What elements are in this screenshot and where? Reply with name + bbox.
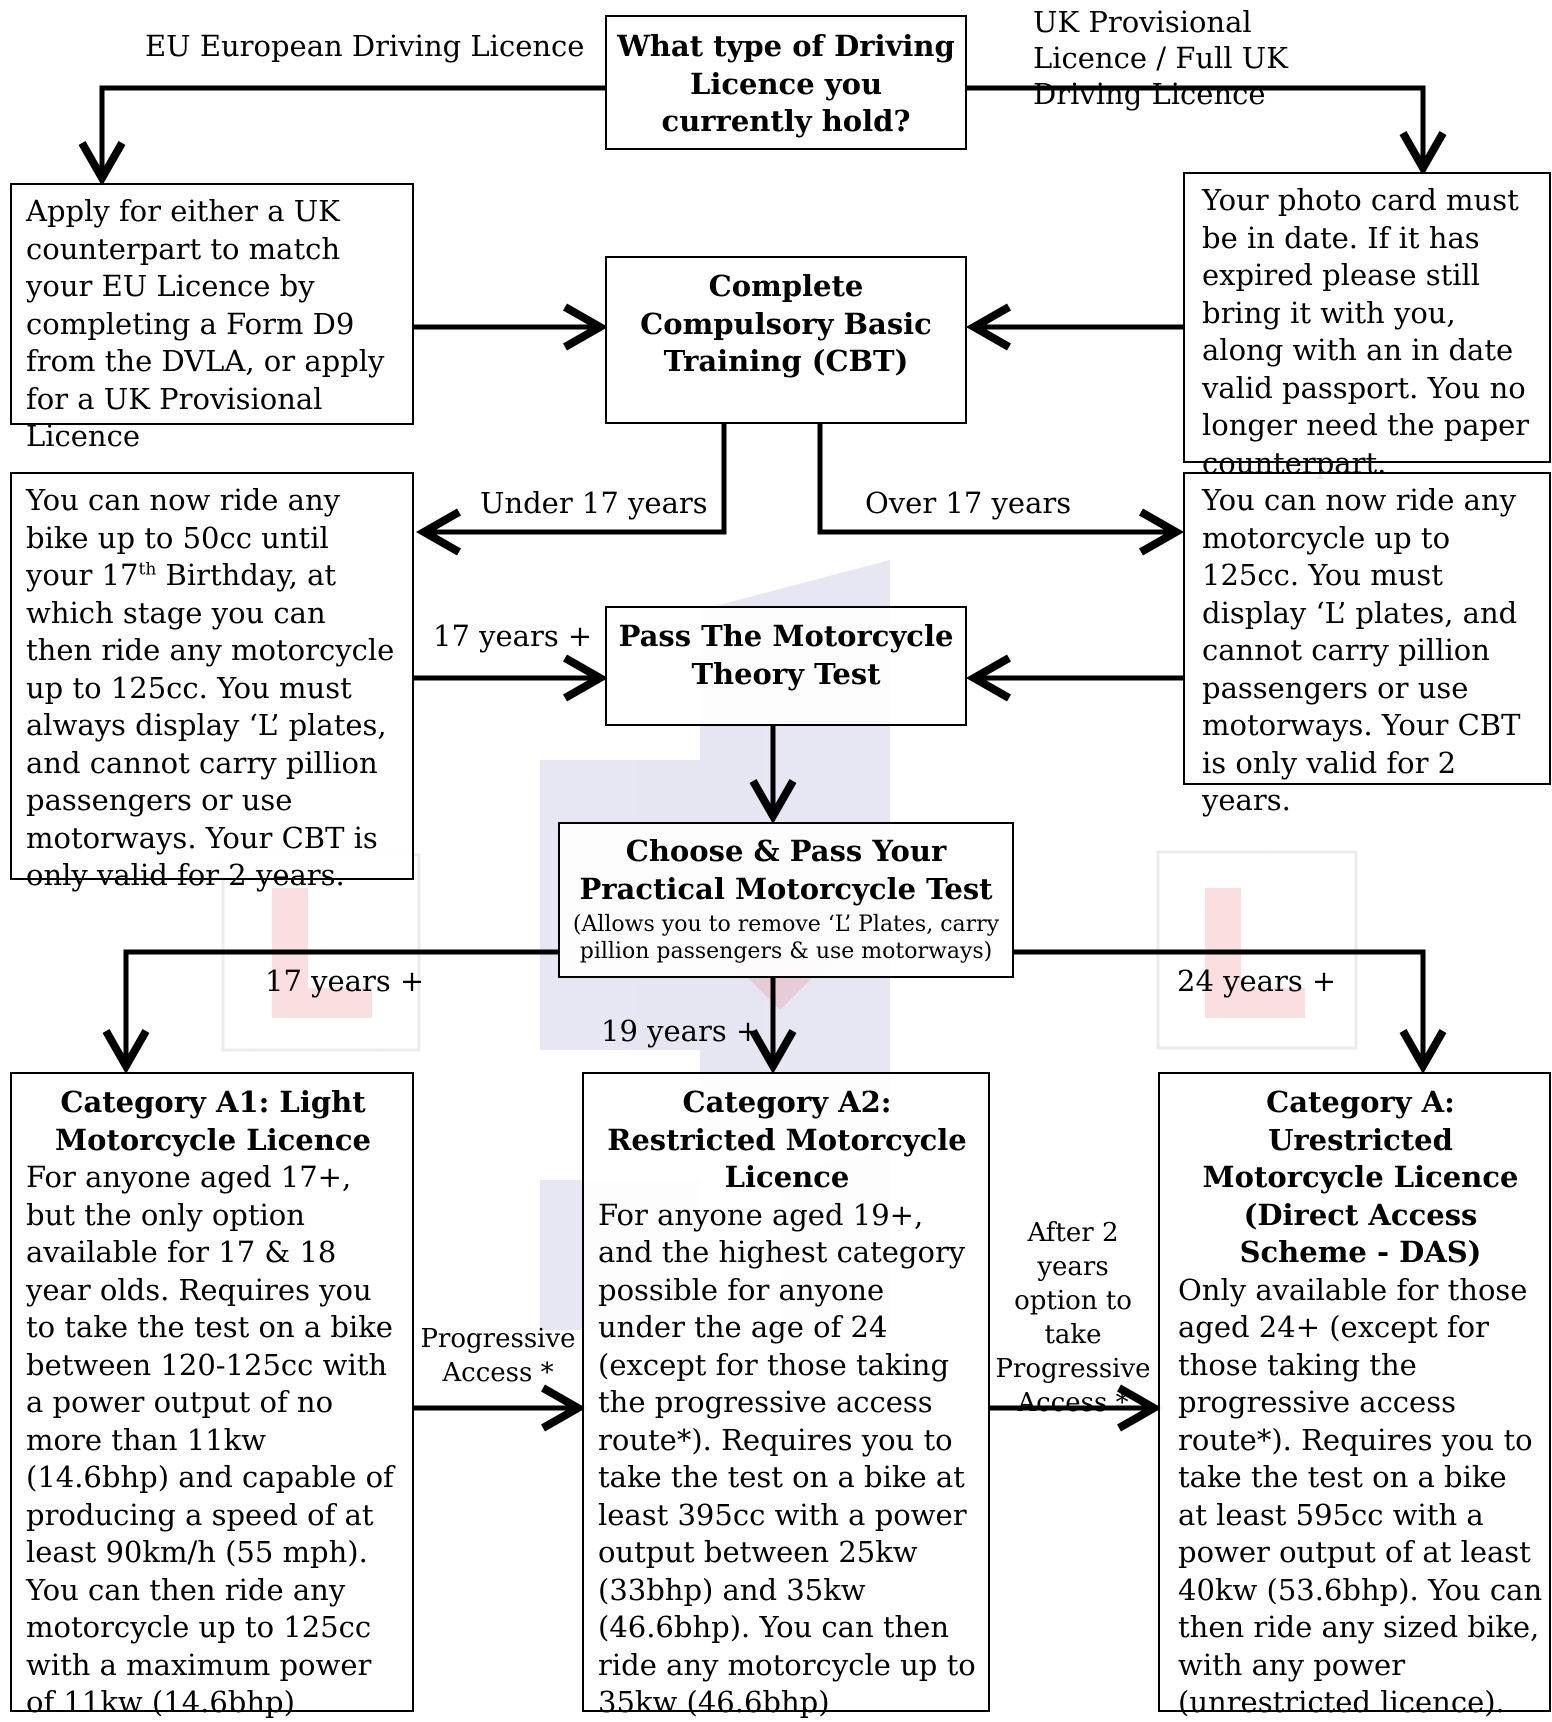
over-17-text: You can now ride any motorcycle up to 12… [1202, 483, 1521, 817]
practical-test-box: Choose & Pass Your Practical Motorcycle … [558, 822, 1014, 978]
arrow-over17 [817, 422, 1185, 556]
arrow-to-uk-box [967, 85, 1447, 177]
category-a2-box: Category A2: Restricted Motorcycle Licen… [582, 1072, 990, 1719]
theory-test-title: Pass The Motorcycle Theory Test [618, 619, 954, 691]
age-17-plus-a1-label: 17 years + [265, 964, 425, 998]
under-17-label: Under 17 years [480, 486, 708, 520]
category-a1-body: For anyone aged 17+, but the only option… [26, 1160, 394, 1719]
age-19-plus-a2-label: 19 years + [601, 1014, 761, 1048]
category-a-body: Only available for those aged 24+ (excep… [1178, 1272, 1543, 1720]
practical-test-title: Choose & Pass Your Practical Motorcycle … [579, 834, 993, 906]
arrow-to-eu-box [78, 85, 607, 187]
arrow-under17 [415, 422, 727, 556]
eu-licence-box: Apply for either a UK counterpart to mat… [10, 183, 414, 453]
under-17-text-b: Birthday, at which stage you can then ri… [26, 558, 395, 892]
arrow-to-a1 [102, 949, 558, 1075]
age-24-plus-a-label: 24 years + [1177, 964, 1337, 998]
over-17-box: You can now ride any motorcycle up to 12… [1183, 472, 1551, 817]
eu-licence-text: Apply for either a UK counterpart to mat… [26, 194, 385, 453]
question-title: What type of Driving Licence you current… [617, 29, 955, 138]
over-17-label: Over 17 years [865, 486, 1072, 520]
practical-test-note: (Allows you to remove ‘L’ Plates, carry … [572, 912, 1000, 964]
branch-eu-label: EU European Driving Licence [145, 29, 585, 63]
cbt-box: Complete Compulsory Basic Training (CBT) [605, 256, 967, 424]
age-17-plus-theory-label: 17 years + [433, 619, 593, 653]
uk-licence-box: Your photo card must be in date. If it h… [1183, 172, 1551, 480]
category-a-title: Category A: Urestricted Motorcycle Licen… [1202, 1085, 1519, 1269]
category-a2-body: For anyone aged 19+, and the highest cat… [598, 1197, 976, 1720]
under-17-sup: th [138, 559, 157, 580]
under-17-box: You can now ride any bike up to 50cc unt… [10, 472, 414, 892]
category-a1-box: Category A1: Light Motorcycle Licence Fo… [10, 1072, 414, 1719]
category-a2-title: Category A2: Restricted Motorcycle Licen… [607, 1085, 967, 1194]
progressive-access-a2-a-label: After 2 years option to take Progressive… [995, 1218, 1151, 1418]
theory-test-box: Pass The Motorcycle Theory Test [605, 606, 967, 726]
arrow-to-a [1014, 949, 1447, 1075]
progressive-access-a1-a2-label: Progressive Access * [420, 1324, 576, 1388]
question-box: What type of Driving Licence you current… [605, 15, 967, 150]
under-17-text-a: You can now ride any bike up to 50cc unt… [26, 483, 341, 592]
cbt-title: Complete Compulsory Basic Training (CBT) [640, 269, 932, 378]
uk-licence-text: Your photo card must be in date. If it h… [1202, 183, 1530, 480]
branch-uk-label: UK Provisional Licence / Full UK Driving… [1033, 5, 1288, 111]
category-a1-title: Category A1: Light Motorcycle Licence [55, 1085, 371, 1157]
category-a-box: Category A: Urestricted Motorcycle Licen… [1158, 1072, 1551, 1719]
